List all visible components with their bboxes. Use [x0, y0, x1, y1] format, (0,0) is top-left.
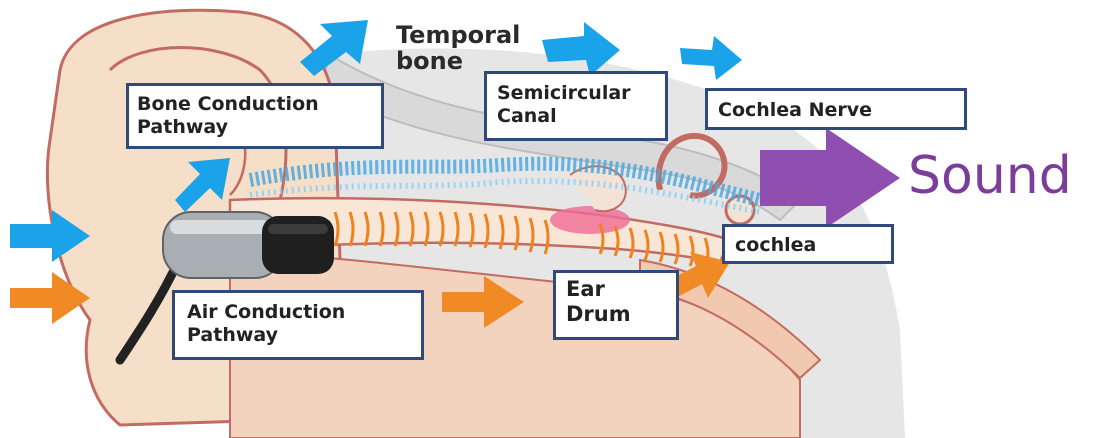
- label-bone-conduction-line1: Bone Conduction: [137, 93, 381, 116]
- ear-drum-highlight: [550, 206, 630, 234]
- label-bone-conduction-pathway: Bone Conduction Pathway: [126, 83, 384, 149]
- label-sound: Sound: [908, 148, 1072, 205]
- label-semicircular-canal: Semicircular Canal: [484, 71, 668, 141]
- label-cochlea: cochlea: [722, 224, 894, 264]
- label-cochlea-text: cochlea: [735, 234, 891, 257]
- label-air-conduction-pathway: Air Conduction Pathway: [172, 290, 424, 360]
- label-semicircular-line2: Canal: [497, 105, 665, 128]
- label-ear-drum: Ear Drum: [553, 270, 679, 340]
- label-temporal-bone: Temporal bone: [396, 22, 520, 75]
- label-ear-drum-line1: Ear: [566, 277, 676, 302]
- label-air-conduction-line1: Air Conduction: [187, 301, 421, 324]
- blue-arrow-top-3: [680, 36, 742, 80]
- label-air-conduction-line2: Pathway: [187, 324, 421, 347]
- label-bone-conduction-line2: Pathway: [137, 116, 381, 139]
- label-ear-drum-line2: Drum: [566, 302, 676, 327]
- label-cochlea-nerve: Cochlea Nerve: [705, 88, 967, 130]
- label-semicircular-line1: Semicircular: [497, 82, 665, 105]
- label-temporal-bone-line1: Temporal: [396, 22, 520, 48]
- label-cochlea-nerve-text: Cochlea Nerve: [718, 99, 964, 122]
